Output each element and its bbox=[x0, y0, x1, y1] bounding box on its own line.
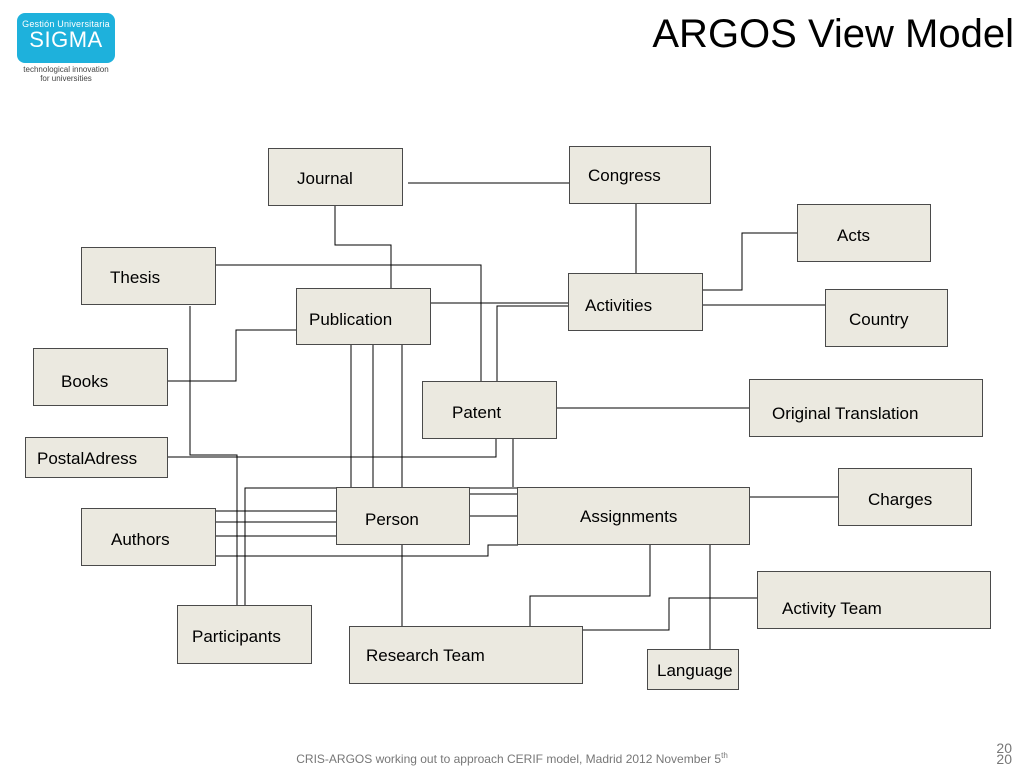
books-label: Books bbox=[61, 372, 109, 391]
link-researchteam-activityteam bbox=[582, 597, 760, 631]
country-label: Country bbox=[849, 310, 909, 329]
link-books-publication bbox=[167, 329, 297, 382]
logo-tagline-line-2: for universities bbox=[40, 74, 92, 83]
charges-box: Charges bbox=[838, 468, 972, 526]
original-translation-label: Original Translation bbox=[772, 404, 919, 423]
authors-box: Authors bbox=[81, 508, 216, 566]
link-activities-acts bbox=[703, 232, 798, 291]
activities-box: Activities bbox=[568, 273, 703, 331]
person-label: Person bbox=[365, 510, 419, 529]
assignments-box: Assignments bbox=[517, 487, 750, 545]
page-number: 20 bbox=[996, 740, 1012, 756]
research-team-label: Research Team bbox=[366, 646, 485, 665]
slide-title: ARGOS View Model bbox=[652, 12, 1014, 56]
footer-text: CRIS-ARGOS working out to approach CERIF… bbox=[296, 752, 722, 766]
patent-label: Patent bbox=[452, 403, 502, 422]
activities-label: Activities bbox=[585, 296, 653, 315]
patent-box: Patent bbox=[422, 381, 557, 439]
participants-box: Participants bbox=[177, 605, 312, 664]
link-postaladress-patent bbox=[168, 439, 497, 458]
charges-label: Charges bbox=[868, 490, 933, 509]
activity-team-box: Activity Team bbox=[757, 571, 991, 629]
publication-label: Publication bbox=[309, 310, 393, 329]
logo-brand: SIGMA bbox=[29, 27, 103, 52]
language-label: Language bbox=[657, 661, 733, 680]
acts-label: Acts bbox=[837, 226, 871, 245]
publication-box: Publication bbox=[296, 288, 431, 345]
link-thesis-patent bbox=[216, 264, 482, 382]
postaladress-box: PostalAdress bbox=[25, 437, 168, 478]
country-box: Country bbox=[825, 289, 948, 347]
original-translation-box: Original Translation bbox=[749, 379, 983, 437]
person-box: Person bbox=[336, 487, 470, 545]
thesis-label: Thesis bbox=[110, 268, 161, 287]
authors-label: Authors bbox=[111, 530, 170, 549]
assignments-label: Assignments bbox=[580, 507, 678, 526]
logo-tagline-line-1: technological innovation bbox=[23, 65, 109, 74]
link-activities-patent bbox=[496, 305, 569, 382]
logo-top-text: Gestión Universitaria bbox=[22, 19, 110, 29]
thesis-box: Thesis bbox=[81, 247, 216, 305]
footer-caption: CRIS-ARGOS working out to approach CERIF… bbox=[0, 751, 1024, 766]
participants-label: Participants bbox=[192, 627, 281, 646]
logo-tagline: technological innovation for universitie… bbox=[8, 65, 124, 83]
research-team-box: Research Team bbox=[349, 626, 583, 684]
footer-superscript: th bbox=[721, 751, 728, 760]
page-number-shadow: 20 bbox=[996, 751, 1012, 767]
link-journal-publication bbox=[334, 206, 392, 289]
link-authors-assignments bbox=[216, 544, 518, 557]
congress-label: Congress bbox=[588, 166, 661, 185]
acts-box: Acts bbox=[797, 204, 931, 262]
journal-box: Journal bbox=[268, 148, 403, 206]
sigma-logo: Gestión Universitaria SIGMA bbox=[17, 13, 115, 63]
journal-label: Journal bbox=[297, 169, 353, 188]
activity-team-label: Activity Team bbox=[782, 599, 882, 618]
language-box: Language bbox=[647, 649, 739, 690]
congress-box: Congress bbox=[569, 146, 711, 204]
postaladress-label: PostalAdress bbox=[37, 449, 138, 468]
link-assignments-researchteam bbox=[529, 545, 651, 627]
books-box: Books bbox=[33, 348, 168, 406]
